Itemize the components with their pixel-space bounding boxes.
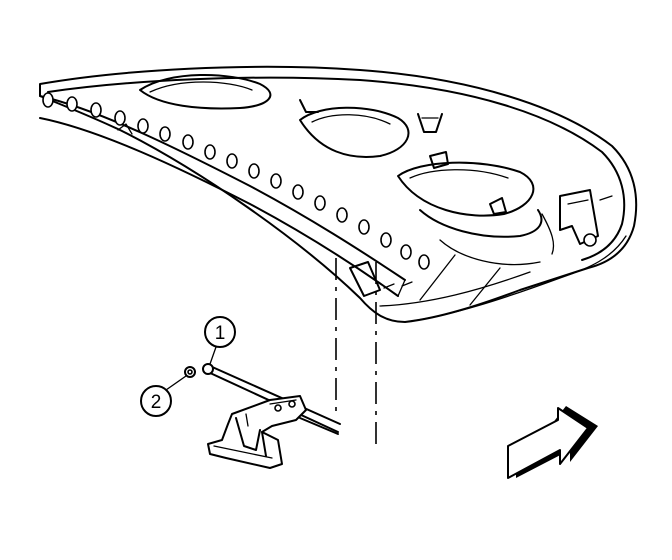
bracket-part [207, 395, 307, 469]
front-arrow-icon [507, 406, 598, 479]
callout-1: 1 [204, 316, 236, 365]
callout-2: 2 [140, 375, 187, 417]
latch-bracket [541, 189, 613, 255]
front-rail [39, 92, 430, 297]
callout-2-label: 2 [151, 392, 162, 413]
center-tab [349, 261, 381, 297]
washer-nut [184, 366, 196, 378]
alignment-lines [335, 258, 377, 448]
callout-1-label: 1 [215, 323, 226, 344]
hood-panel [39, 65, 638, 323]
hood-clips [117, 99, 507, 215]
